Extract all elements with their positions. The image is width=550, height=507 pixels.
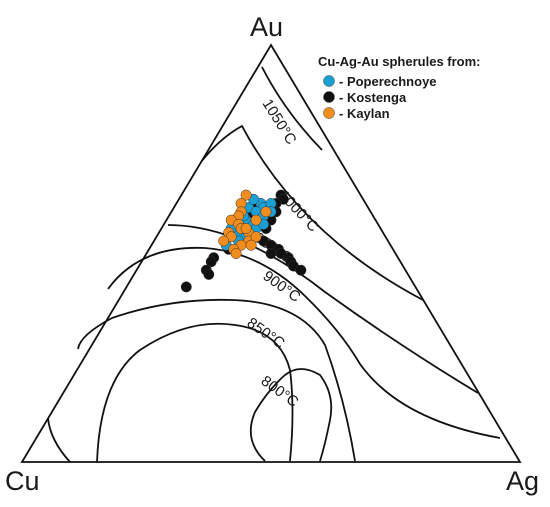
vertex-label-au: Au — [250, 12, 283, 42]
vertex-label-ag: Ag — [506, 466, 539, 496]
isotherm-label-850: 850°C — [244, 314, 288, 352]
legend-marker-poperechnoye — [323, 75, 335, 87]
isotherm-label-1050: 1050°C — [259, 96, 300, 148]
legend-marker-kostenga — [323, 91, 335, 103]
data-point-kaylan-15 — [250, 214, 262, 226]
isotherm-line-800 — [96, 322, 294, 463]
data-point-kaylan-17 — [260, 206, 272, 218]
data-point-kostenga-23 — [180, 281, 192, 293]
data-point-kostenga-22 — [203, 268, 215, 280]
isotherm-line-1050 — [261, 66, 323, 151]
isotherm-line-900 — [107, 246, 501, 439]
data-point-kaylan-19 — [230, 248, 242, 259]
data-point-kostenga-17 — [265, 248, 277, 259]
ternary-triangle — [20, 43, 522, 463]
isotherm-line-750 — [47, 417, 71, 463]
data-points — [180, 189, 307, 293]
data-point-kostenga-20 — [205, 256, 217, 268]
isotherm-line-800-inner — [249, 368, 333, 462]
legend-title: Cu-Ag-Au spherules from: — [318, 54, 481, 69]
data-point-kaylan-14 — [250, 231, 262, 243]
isotherm-line-950 — [167, 224, 479, 394]
legend-label-poperechnoye: - Poperechnoye — [339, 74, 437, 89]
legend-marker-kaylan — [323, 107, 335, 119]
data-point-kaylan-0 — [240, 189, 252, 201]
vertex-label-cu: Cu — [5, 466, 40, 496]
data-point-kaylan-16 — [240, 223, 252, 234]
legend-label-kaylan: - Kaylan — [339, 106, 390, 121]
legend-label-kostenga: - Kostenga — [339, 90, 407, 105]
data-point-kaylan-9 — [218, 235, 230, 247]
data-point-kaylan-18 — [245, 239, 257, 251]
data-point-kostenga-16 — [295, 264, 307, 276]
legend: Cu-Ag-Au spherules from: - Poperechnoye … — [318, 54, 481, 121]
isotherm-line-1000 — [200, 124, 424, 301]
isotherm-label-800: 800°C — [258, 372, 302, 410]
